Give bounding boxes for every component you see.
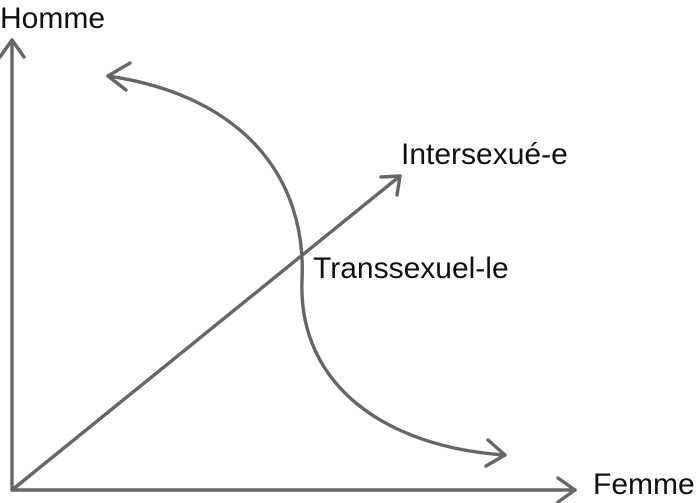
diagonal-arrow	[10, 174, 402, 492]
y-axis-label: Homme	[0, 2, 105, 35]
curved-arrow	[106, 61, 507, 468]
x-axis-label: Femme	[593, 468, 695, 501]
curve-label: Transsexuel-le	[313, 252, 509, 285]
y-axis	[0, 38, 26, 492]
x-axis-arrowhead-icon	[556, 476, 577, 503]
diagonal-label: Intersexué-e	[401, 138, 568, 171]
diagonal-line	[10, 174, 402, 492]
diagonal-arrowhead-icon	[379, 174, 402, 197]
curve-start-arrowhead-icon	[106, 61, 132, 92]
curve-end-arrowhead-icon	[484, 438, 507, 468]
y-axis-arrowhead-icon	[0, 38, 26, 59]
curved-path	[106, 74, 507, 457]
x-axis	[10, 476, 577, 503]
